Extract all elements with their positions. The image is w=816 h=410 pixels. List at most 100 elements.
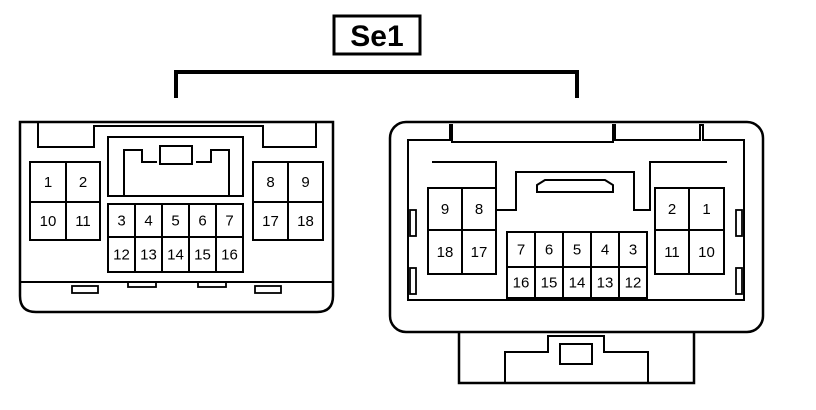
pin-number: 10 — [698, 244, 715, 261]
right-pin-14: 14 — [562, 266, 592, 299]
pin-cell — [688, 229, 725, 275]
right-pin-3: 3 — [618, 231, 648, 268]
pin-cell — [287, 201, 324, 241]
title-label: Se1 — [332, 14, 422, 56]
pin-number: 3 — [117, 213, 125, 230]
right-side-tab-2 — [409, 267, 417, 295]
left-pin-3: 3 — [107, 203, 136, 238]
left-pin-12: 12 — [107, 236, 136, 273]
pin-number: 4 — [601, 242, 609, 259]
pin-number: 16 — [513, 275, 530, 292]
right-side-tab-4 — [735, 267, 743, 295]
right-pin-13: 13 — [590, 266, 620, 299]
pin-number: 5 — [573, 242, 581, 259]
left-bottom-slots — [71, 281, 282, 294]
left-pin-8: 8 — [252, 161, 289, 203]
left-lock-latch — [107, 136, 244, 197]
pin-cell — [427, 229, 463, 275]
left-pin-9: 9 — [287, 161, 324, 203]
right-pin-9: 9 — [427, 187, 463, 231]
left-connector-frame — [37, 122, 317, 148]
pin-number: 12 — [625, 275, 642, 292]
pin-cell — [161, 236, 190, 273]
pin-number: 12 — [113, 247, 130, 264]
pin-number: 17 — [262, 213, 279, 230]
pin-number: 6 — [545, 242, 553, 259]
pin-cell — [107, 203, 136, 238]
pin-cell — [65, 201, 101, 241]
pin-number: 6 — [198, 213, 206, 230]
pin-number: 8 — [266, 174, 274, 191]
right-pin-16: 16 — [506, 266, 536, 299]
right-bottom-latch — [457, 332, 696, 385]
left-connector — [18, 120, 335, 314]
pin-cell — [562, 266, 592, 299]
right-pin-17: 17 — [461, 229, 497, 275]
right-pin-10: 10 — [688, 229, 725, 275]
pin-number: 3 — [629, 242, 637, 259]
left-pin-10: 10 — [29, 201, 67, 241]
right-pin-1: 1 — [688, 187, 725, 231]
pin-cell — [461, 187, 497, 231]
left-connector-body — [18, 120, 335, 314]
left-pin-5: 5 — [161, 203, 190, 238]
pin-number: 13 — [597, 275, 614, 292]
right-bottom-latch-inner — [504, 335, 649, 383]
left-pin-17: 17 — [252, 201, 289, 241]
left-pin-16: 16 — [215, 236, 244, 273]
pin-cell — [188, 236, 217, 273]
pin-cell — [287, 161, 324, 203]
pin-number: 5 — [171, 213, 179, 230]
pin-number: 2 — [79, 174, 87, 191]
pin-cell — [688, 187, 725, 231]
pin-number: 10 — [40, 213, 57, 230]
pin-number: 1 — [44, 174, 52, 191]
right-connector-body — [388, 120, 765, 334]
right-pin-6: 6 — [534, 231, 564, 268]
left-pin-14: 14 — [161, 236, 190, 273]
left-pin-7: 7 — [215, 203, 244, 238]
right-lock-key — [536, 179, 614, 193]
left-pin-1: 1 — [29, 161, 67, 203]
pin-number: 11 — [664, 244, 680, 261]
pin-cell — [590, 266, 620, 299]
pin-number: 7 — [517, 242, 525, 259]
right-side-tab-1 — [409, 209, 417, 237]
left-pin-11: 11 — [65, 201, 101, 241]
pin-number: 9 — [441, 201, 449, 218]
left-pin-4: 4 — [134, 203, 163, 238]
right-pin-4: 4 — [590, 231, 620, 268]
bracket-line — [174, 70, 579, 98]
pin-number: 14 — [569, 275, 586, 292]
right-pin-12: 12 — [618, 266, 648, 299]
pin-number: 14 — [167, 247, 184, 264]
pin-cell — [134, 203, 163, 238]
right-pin-8: 8 — [461, 187, 497, 231]
pin-number: 15 — [541, 275, 558, 292]
right-connector — [388, 120, 765, 385]
right-bottom-latch-key — [559, 343, 593, 365]
left-pin-6: 6 — [188, 203, 217, 238]
left-pin-13: 13 — [134, 236, 163, 273]
right-pin-7: 7 — [506, 231, 536, 268]
pin-cell — [534, 266, 564, 299]
right-connector-frame — [407, 124, 745, 301]
left-pin-2: 2 — [65, 161, 101, 203]
pin-number: 4 — [144, 213, 152, 230]
pin-number: 16 — [221, 247, 238, 264]
right-pin-18: 18 — [427, 229, 463, 275]
pin-number: 17 — [471, 244, 488, 261]
pin-number: 9 — [301, 174, 309, 191]
right-pin-15: 15 — [534, 266, 564, 299]
pin-number: 13 — [140, 247, 157, 264]
right-pin-5: 5 — [562, 231, 592, 268]
pin-cell — [65, 161, 101, 203]
pin-number: 11 — [75, 213, 91, 230]
pin-number: 18 — [297, 213, 314, 230]
pin-number: 15 — [194, 247, 211, 264]
title-text: Se1 — [350, 20, 403, 53]
left-pin-18: 18 — [287, 201, 324, 241]
pin-number: 7 — [225, 213, 233, 230]
